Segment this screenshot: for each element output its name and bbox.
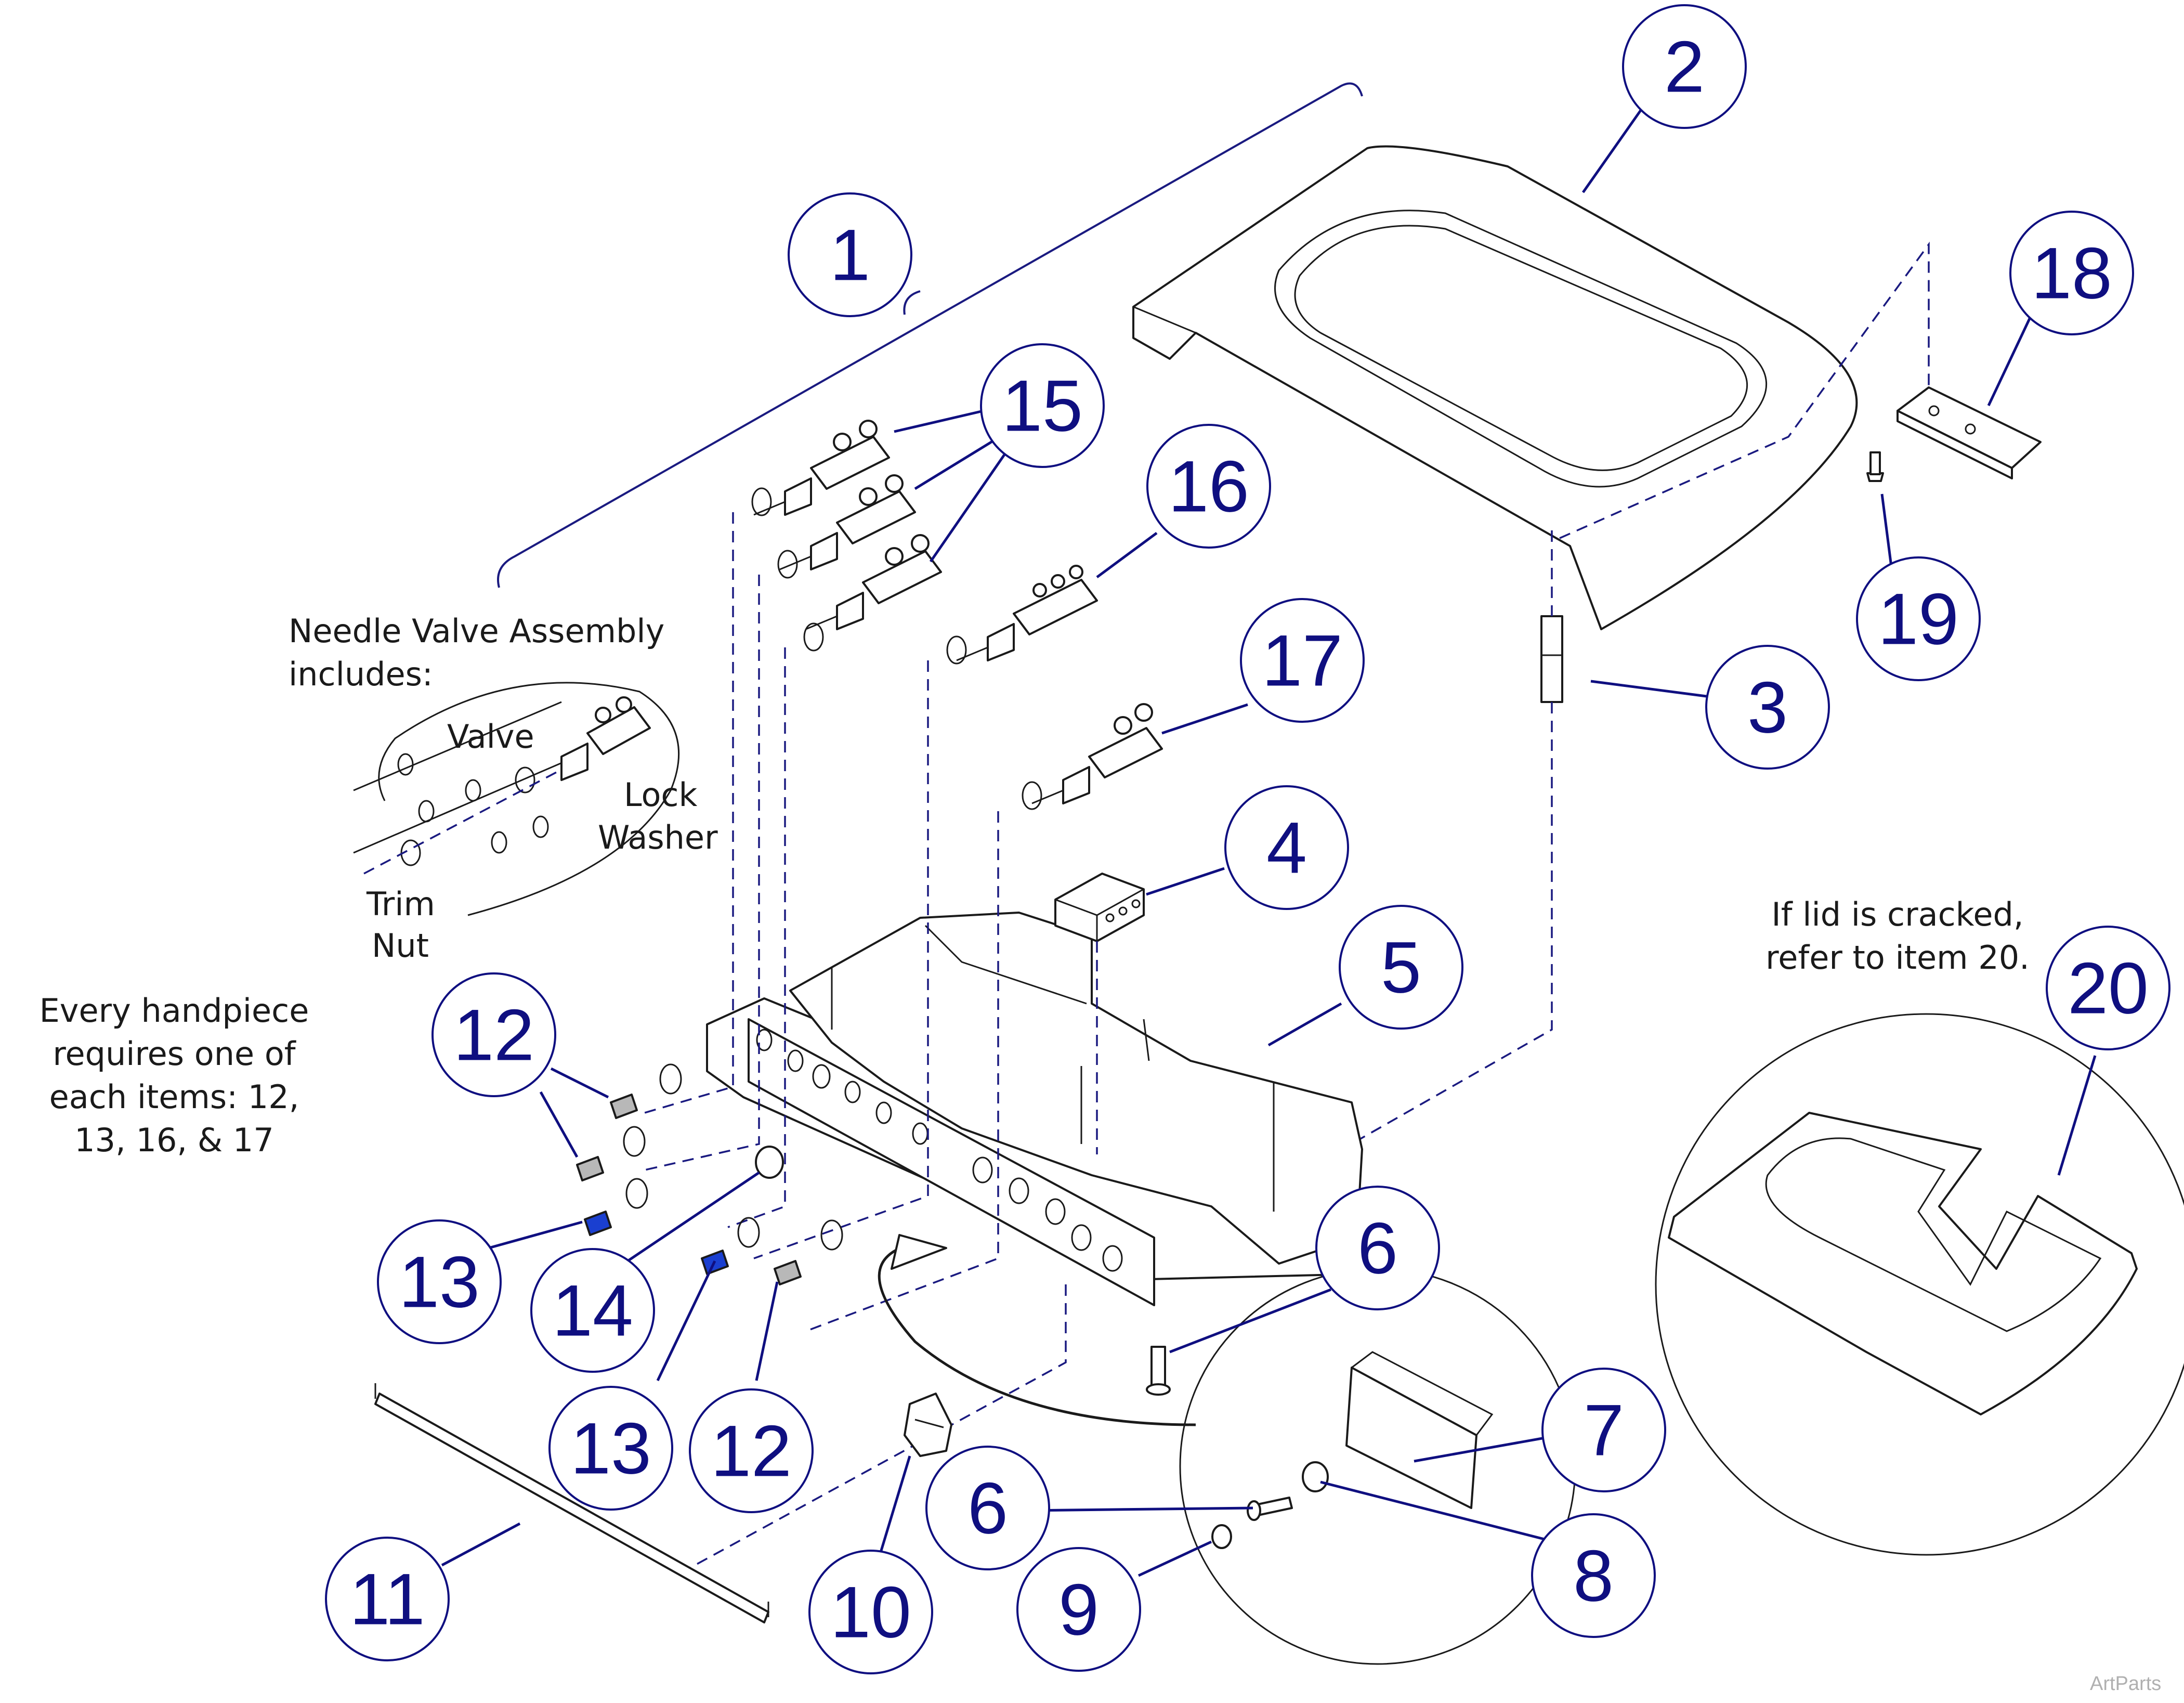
svg-text:9: 9 [1058,1569,1099,1650]
svg-text:4: 4 [1266,807,1307,889]
needle-valve-1 [753,420,890,516]
screw-6 [1146,1346,1171,1396]
cracked-lid [1668,1112,2138,1415]
svg-text:6: 6 [1357,1207,1398,1289]
callout-19: 19 [1856,556,1981,681]
callout-3: 3 [1705,645,1830,770]
callout-9: 9 [1016,1547,1141,1672]
needle-note-line1: Needle Valve Assembly [289,612,664,650]
svg-text:12: 12 [711,1410,792,1492]
callout-16: 16 [1146,424,1271,549]
detail-circle-7-8 [1179,1268,1576,1665]
spacer-12-b [576,1126,646,1181]
svg-text:1: 1 [830,214,870,296]
standoff [1540,615,1563,703]
watermark: ArtParts [2090,1673,2161,1695]
detail-arrow-arc [878,1241,1196,1426]
mounting-plate [706,912,1363,1306]
needle-valve-17 [1031,703,1163,804]
svg-text:20: 20 [2068,947,2149,1029]
hinge-screw [1866,451,1884,482]
cracked-lid-note-line1: If lid is cracked, [1771,895,2023,933]
leader-lines [441,95,2097,1577]
valve-dash-lines [644,512,999,1332]
plug-14 [755,1146,784,1179]
svg-text:19: 19 [1878,578,1959,660]
svg-text:7: 7 [1584,1389,1624,1471]
svg-text:12: 12 [453,994,534,1076]
spring-13-a [584,1178,648,1236]
needle-label-lock: Lock [624,776,697,814]
spacer-12-c [774,1219,843,1285]
svg-text:6: 6 [967,1467,1008,1549]
support-rod-ends [374,1383,769,1617]
detail-bracket [1345,1351,1494,1509]
needle-valve-2 [779,474,916,570]
hinge-bracket [1897,386,2042,479]
svg-text:13: 13 [399,1241,480,1323]
callout-5: 5 [1339,905,1463,1030]
clip-dash [675,1284,1067,1577]
callout-6-detail: 6 [925,1446,1050,1570]
handpiece-note-line1: Every handpiece [40,992,309,1030]
detail-screw [1247,1497,1293,1521]
needle-inset-valve [363,696,651,875]
svg-text:13: 13 [570,1408,651,1489]
callout-13-bottom: 13 [548,1386,673,1511]
callout-11: 11 [325,1537,450,1661]
callout-1: 1 [788,192,912,317]
cracked-lid-note-line2: refer to item 20. [1765,939,2030,977]
detail-bushing [1211,1461,1329,1549]
callout-12-top: 12 [431,972,556,1097]
manifold-block [1054,873,1145,942]
svg-text:8: 8 [1573,1535,1614,1617]
callout-14: 14 [530,1248,655,1373]
svg-text:11: 11 [349,1558,425,1640]
svg-text:3: 3 [1747,667,1788,748]
handpiece-note-line4: 13, 16, & 17 [74,1121,274,1159]
needle-valve-16 [956,565,1098,661]
svg-text:18: 18 [2031,232,2112,314]
svg-text:5: 5 [1381,927,1421,1008]
lid [1132,145,1858,630]
detail-circle-20 [1655,1013,2184,1556]
svg-text:14: 14 [552,1270,633,1351]
needle-inset-outline [378,682,680,916]
handpiece-note-line3: each items: 12, [49,1078,299,1116]
callout-15: 15 [980,343,1105,468]
callout-18: 18 [2009,211,2134,335]
callout-8: 8 [1531,1513,1656,1638]
needle-inset-plate [353,701,583,866]
clip-10 [904,1393,952,1457]
callout-13-left: 13 [377,1219,502,1344]
callout-20: 20 [2046,926,2170,1050]
callout-17: 17 [1240,598,1365,723]
svg-text:2: 2 [1664,26,1705,108]
svg-text:17: 17 [1262,620,1343,701]
spacer-12-a [610,1063,682,1119]
needle-note-line2: includes: [289,655,433,693]
lock-washers [751,487,1042,810]
callout-2: 2 [1622,4,1747,129]
needle-label-trim: Trim [366,885,435,923]
handpiece-note-line2: requires one of [53,1035,296,1073]
svg-text:16: 16 [1168,446,1249,527]
needle-label-washer: Washer [598,818,718,856]
support-rod [374,1393,769,1623]
needle-label-valve: Valve [447,718,534,756]
assembly-bracket-tick [903,290,921,315]
spring-13-b [701,1217,760,1275]
callout-7: 7 [1541,1368,1666,1492]
svg-text:10: 10 [830,1571,911,1653]
detail-arrow-head [891,1234,947,1270]
callout-4: 4 [1224,785,1349,910]
callout-10: 10 [808,1550,933,1674]
needle-label-nut: Nut [372,927,429,965]
callout-12-bottom: 12 [689,1388,814,1513]
svg-text:15: 15 [1002,365,1083,447]
callout-6-main: 6 [1315,1186,1440,1310]
needle-valve-3 [805,534,942,630]
assembly-bracket [497,82,1363,588]
